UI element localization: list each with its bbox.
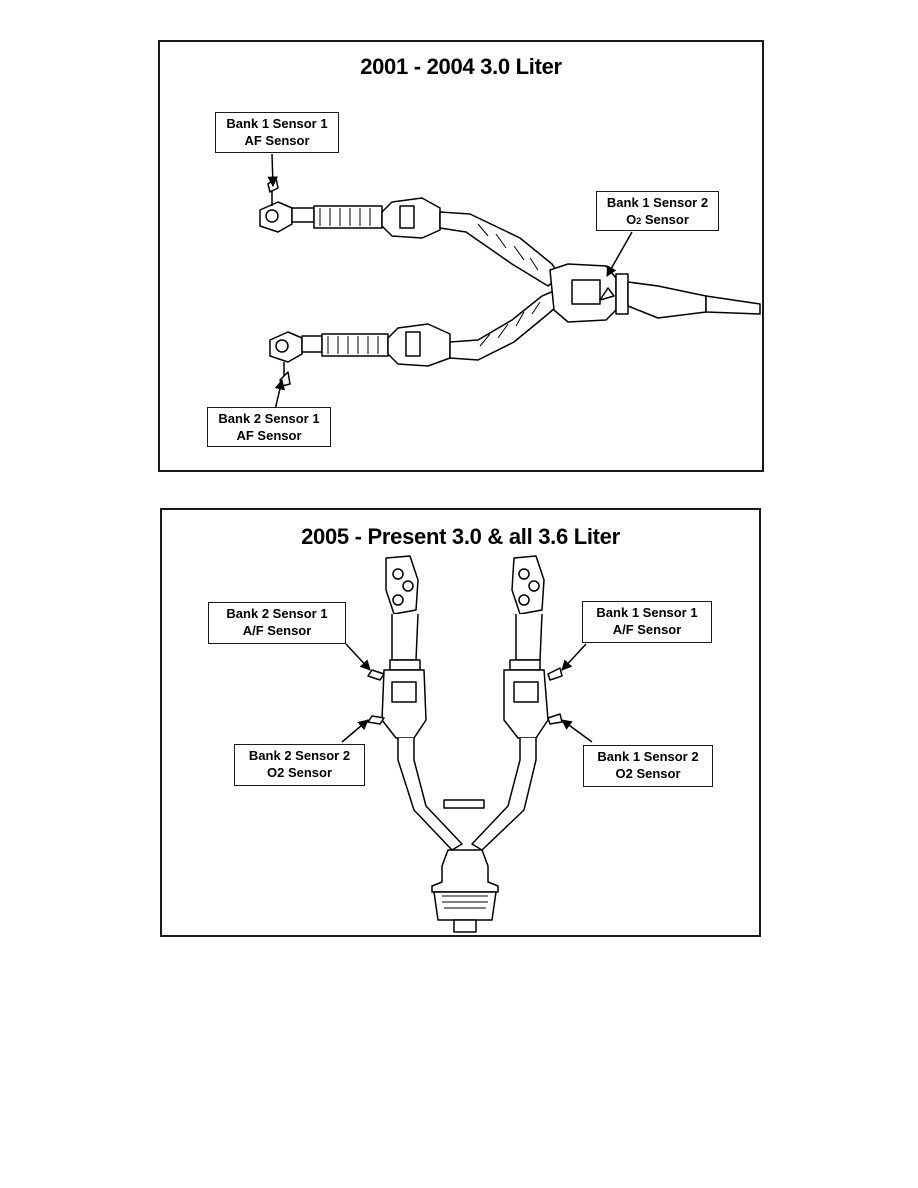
diagram-title: 2005 - Present 3.0 & all 3.6 Liter [301,524,620,549]
sensor-icon [547,713,563,725]
callout-arrow [345,643,371,671]
callout-bank2-sensor2: Bank 2 Sensor 2 O2 Sensor [234,744,365,786]
callout-arrow [606,231,633,277]
diagram-title: 2001 - 2004 3.0 Liter [360,54,562,79]
callout-bank1-sensor1: Bank 1 Sensor 1 A/F Sensor [582,601,712,643]
rear-catalytic-converter [431,799,499,933]
callout-bank1-sensor1: Bank 1 Sensor 1 AF Sensor [215,112,339,153]
sensor-icon [599,287,615,301]
callout-bank1-sensor2: Bank 1 Sensor 2 O2 Sensor [583,745,713,787]
callout-arrow [561,643,587,671]
bank1-exhaust-pipe [259,197,561,287]
diagram-panel-2005-present: 2005 - Present 3.0 & all 3.6 Liter [160,508,761,937]
sensor-icon [367,669,385,681]
bank2-exhaust-pipe [381,555,463,851]
bank2-exhaust-pipe [269,289,565,367]
exhaust-diagram-2001-2004 [259,153,761,411]
sensor-icon [547,667,563,681]
sensor-icon [367,715,385,725]
bank1-exhaust-pipe [471,555,549,851]
callout-bank1-sensor2: Bank 1 Sensor 2 O2 Sensor [596,191,719,231]
callout-arrow [561,719,593,743]
diagram-panel-2001-2004: 2001 - 2004 3.0 Liter [158,40,764,472]
exhaust-diagram-2005-present [341,555,593,933]
rear-catalytic-converter [549,263,761,323]
callout-bank2-sensor1: Bank 2 Sensor 1 AF Sensor [207,407,331,447]
callout-arrow [274,378,285,411]
callout-arrow [341,719,369,743]
callout-arrow [267,153,278,188]
callout-bank2-sensor1: Bank 2 Sensor 1 A/F Sensor [208,602,346,644]
